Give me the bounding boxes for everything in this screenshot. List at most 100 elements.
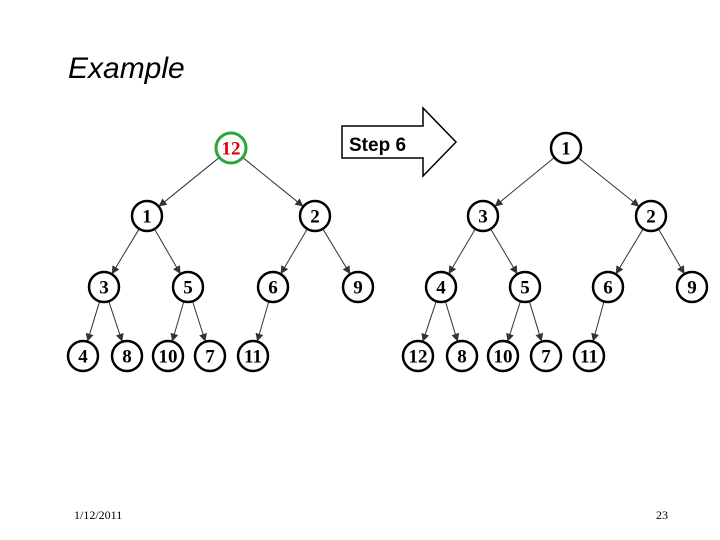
before-edge-2-9 xyxy=(322,229,351,275)
before-edge-2-6 xyxy=(280,229,308,275)
slide-date: 1/12/2011 xyxy=(74,508,123,522)
after-node-7: 7 xyxy=(529,339,563,373)
node-circle xyxy=(401,339,435,373)
after-edge-2-9 xyxy=(658,229,685,275)
node-label: 6 xyxy=(603,278,613,299)
before-edge-5-10 xyxy=(170,302,185,342)
before-node-3: 3 xyxy=(87,270,121,304)
before-edge-5-7 xyxy=(192,302,207,342)
node-circle xyxy=(508,270,542,304)
node-label: 2 xyxy=(310,207,320,228)
node-label: 5 xyxy=(183,278,193,299)
after-node-9: 9 xyxy=(675,270,709,304)
after-edge-4-8 xyxy=(445,302,460,342)
node-circle xyxy=(341,270,375,304)
node-label: 1 xyxy=(561,139,571,160)
after-edge-2-6 xyxy=(615,229,644,275)
after-node-12: 12 xyxy=(401,339,435,373)
node-label: 6 xyxy=(268,278,278,299)
node-label: 11 xyxy=(580,347,598,368)
slide-title: Example xyxy=(68,52,185,85)
before-node-1: 1 xyxy=(130,199,164,233)
after-node-6: 6 xyxy=(591,270,625,304)
after-edge-3-4 xyxy=(448,229,476,275)
node-label: 2 xyxy=(646,207,656,228)
node-label: 9 xyxy=(353,278,363,299)
node-circle xyxy=(110,339,144,373)
after-edge-6-11 xyxy=(591,302,605,342)
node-circle xyxy=(486,339,520,373)
node-circle xyxy=(591,270,625,304)
before-node-10: 10 xyxy=(151,339,185,373)
after-node-8: 8 xyxy=(445,339,479,373)
node-circle xyxy=(466,199,500,233)
node-circle xyxy=(214,131,248,165)
before-edge-1-3 xyxy=(111,229,140,275)
node-label: 10 xyxy=(159,347,178,368)
node-circle xyxy=(634,199,668,233)
after-node-3: 3 xyxy=(466,199,500,233)
node-label: 7 xyxy=(541,347,551,368)
before-node-2: 2 xyxy=(298,199,332,233)
step-arrow-label: Step 6 xyxy=(349,135,406,156)
node-circle xyxy=(171,270,205,304)
node-label: 12 xyxy=(409,347,428,368)
node-label: 7 xyxy=(205,347,215,368)
after-node-2: 2 xyxy=(634,199,668,233)
node-label: 8 xyxy=(122,347,132,368)
after-node-11: 11 xyxy=(572,339,606,373)
node-label: 9 xyxy=(687,278,697,299)
before-edge-12-1 xyxy=(158,157,219,207)
node-circle xyxy=(130,199,164,233)
slide-page-number: 23 xyxy=(656,508,668,522)
step-arrow: Step 6 xyxy=(341,106,458,178)
before-node-4: 4 xyxy=(66,339,100,373)
node-circle xyxy=(256,270,290,304)
node-label: 10 xyxy=(494,347,513,368)
node-circle xyxy=(424,270,458,304)
after-node-1: 1 xyxy=(549,131,583,165)
after-node-5: 5 xyxy=(508,270,542,304)
before-edge-12-2 xyxy=(243,157,304,207)
node-circle xyxy=(549,131,583,165)
node-label: 3 xyxy=(478,207,488,228)
after-edge-1-3 xyxy=(494,157,554,207)
node-label: 4 xyxy=(436,278,446,299)
after-edge-1-2 xyxy=(578,157,640,207)
after-edge-5-7 xyxy=(529,302,544,342)
before-node-8: 8 xyxy=(110,339,144,373)
node-label: 1 xyxy=(142,207,152,228)
before-node-6: 6 xyxy=(256,270,290,304)
node-label: 3 xyxy=(99,278,109,299)
node-circle xyxy=(445,339,479,373)
after-edge-4-12 xyxy=(421,302,437,342)
before-edge-6-11 xyxy=(255,302,270,342)
before-edge-3-4 xyxy=(85,302,100,342)
node-circle xyxy=(87,270,121,304)
node-label: 8 xyxy=(457,347,467,368)
step-arrow-shape xyxy=(341,106,458,178)
before-node-9: 9 xyxy=(341,270,375,304)
before-node-7: 7 xyxy=(193,339,227,373)
node-circle xyxy=(529,339,563,373)
node-circle xyxy=(66,339,100,373)
node-circle xyxy=(572,339,606,373)
node-label: 5 xyxy=(520,278,530,299)
node-circle xyxy=(151,339,185,373)
after-edge-5-10 xyxy=(506,302,521,342)
tree-after: 1 3 2 4 5 6 9 12 8 10 7 11 xyxy=(401,131,709,373)
before-node-11: 11 xyxy=(236,339,270,373)
before-node-5: 5 xyxy=(171,270,205,304)
node-circle xyxy=(675,270,709,304)
node-circle xyxy=(193,339,227,373)
before-edge-3-8 xyxy=(108,302,124,342)
after-edge-3-5 xyxy=(490,229,518,275)
before-node-12: 12 xyxy=(214,131,248,165)
after-node-10: 10 xyxy=(486,339,520,373)
after-node-4: 4 xyxy=(424,270,458,304)
node-circle xyxy=(298,199,332,233)
node-circle xyxy=(236,339,270,373)
